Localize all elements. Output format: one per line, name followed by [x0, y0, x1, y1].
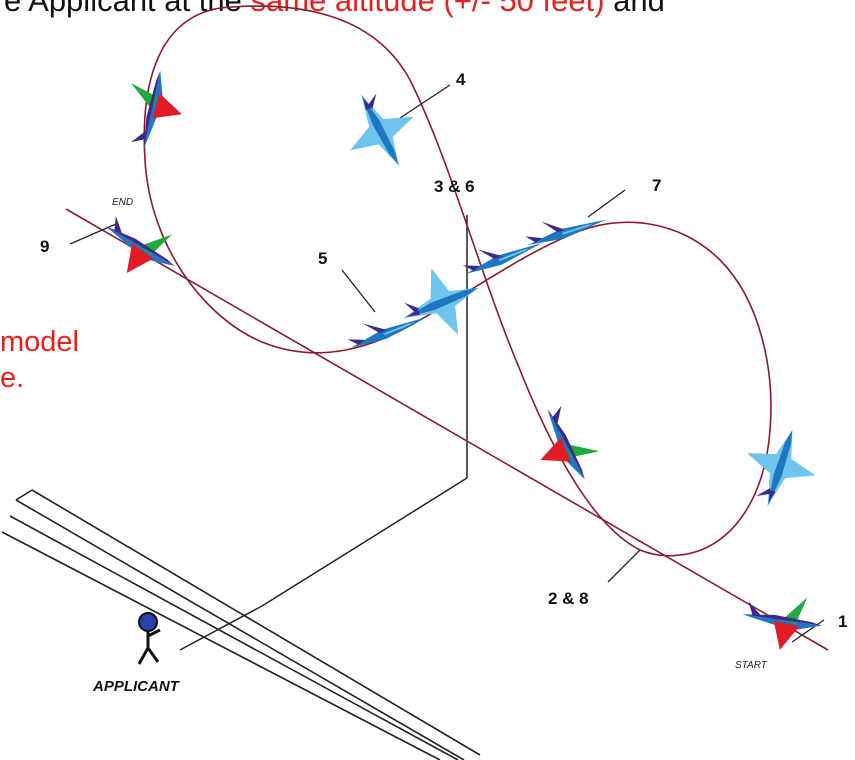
header-instruction: e Applicant at the same altitude (+/- 50…: [4, 0, 665, 18]
callout-lines: [69, 84, 825, 643]
applicant-figure: [137, 612, 161, 665]
label-end: END: [112, 197, 133, 208]
aircraft-pos1: [738, 588, 826, 656]
flight-path: [143, 5, 772, 557]
reference-axes: [179, 215, 468, 651]
label-2-8: 2 & 8: [548, 589, 589, 608]
label-start: START: [735, 660, 768, 671]
aircraft-inverted-top: [118, 65, 190, 156]
side-note-line2: e.: [0, 362, 25, 394]
label-5: 5: [318, 249, 327, 268]
runway: [1, 489, 481, 760]
label-4: 4: [456, 70, 466, 89]
header-highlight: same altitude (+/- 50 feet): [250, 0, 605, 18]
aircraft-pos4: [329, 77, 431, 183]
header-prefix: e Applicant at the: [4, 0, 251, 18]
label-1: 1: [838, 612, 847, 631]
side-note: model e.: [0, 324, 79, 396]
side-note-line1: model: [0, 326, 79, 358]
label-applicant: APPLICANT: [92, 678, 181, 695]
aircraft-pos9: [90, 203, 188, 292]
baseline-line: [65, 208, 829, 651]
label-9: 9: [40, 237, 49, 256]
label-3-6: 3 & 6: [434, 177, 475, 196]
label-7: 7: [652, 176, 661, 195]
header-suffix: and: [604, 0, 665, 18]
aircraft-pos8: [733, 418, 827, 518]
